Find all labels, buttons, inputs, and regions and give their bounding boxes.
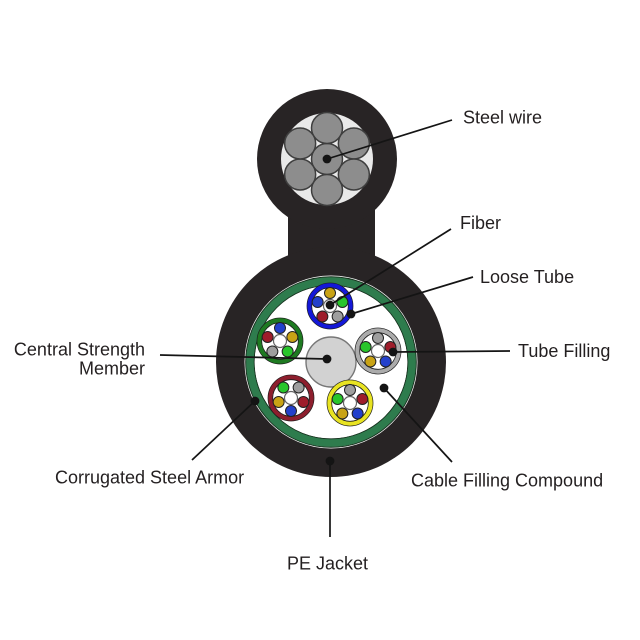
tube-filling-line — [392, 350, 511, 353]
fiber-green — [277, 381, 290, 394]
loose-tube-yellow — [326, 379, 374, 427]
loose-tube-line-dot — [346, 309, 356, 319]
label-central-strength-line2: Member — [79, 359, 145, 379]
fiber-yellow — [272, 396, 285, 409]
loose-tube-red — [267, 374, 315, 422]
loose-tube-green — [256, 317, 304, 365]
central-strength-member — [305, 336, 357, 388]
label-loose-tube: Loose Tube — [480, 267, 574, 287]
fiber-red — [316, 310, 329, 323]
fiber-blue — [351, 407, 364, 420]
steel-wire — [283, 127, 317, 160]
loose-tube-red-center-filler — [283, 390, 299, 406]
fiber-red — [261, 330, 274, 343]
fiber-blue — [379, 355, 392, 368]
steel-wire — [310, 111, 344, 145]
corrugated-steel-armor-line — [191, 400, 256, 461]
fiber-red — [297, 396, 310, 409]
fiber-yellow — [336, 407, 349, 420]
label-fiber: Fiber — [460, 213, 501, 233]
fiber-blue — [311, 295, 324, 308]
labels: Steel wire Fiber Loose Tube Tube Filling… — [14, 108, 610, 574]
loose-tube-yellow-center-filler — [342, 395, 358, 411]
steel-wire-line — [326, 119, 453, 160]
fiber-line-dot — [325, 300, 335, 310]
fiber-gray — [292, 381, 305, 394]
fiber-line — [329, 228, 452, 306]
corrugated-steel-armor-ring — [246, 277, 416, 447]
steel-wire — [310, 173, 344, 207]
fiber-green — [281, 345, 294, 358]
armor-outer-edge — [245, 276, 417, 448]
pe-jacket-line-dot — [325, 456, 335, 466]
fiber-blue — [274, 322, 286, 334]
fiber-gray — [344, 384, 356, 396]
fiber-yellow — [324, 287, 336, 299]
leader-lines — [159, 119, 511, 537]
label-central-strength-line1: Central Strength — [14, 340, 145, 360]
loose-tube-gray-center-filler — [370, 343, 386, 359]
fiber-green — [359, 340, 372, 353]
steel-wire — [283, 158, 317, 191]
corrugated-steel-armor-line-dot — [250, 396, 260, 406]
loose-tube-line — [350, 276, 474, 315]
fiber-gray — [266, 345, 279, 358]
tube-filling-line-dot — [388, 347, 398, 357]
fiber-blue — [285, 405, 297, 417]
cable-filling-compound-line-dot — [379, 383, 389, 393]
fiber-red — [356, 392, 369, 405]
label-cable-filling-compound: Cable Filling Compound — [411, 471, 603, 491]
cable-filling-compound-line — [383, 387, 453, 463]
fiber-yellow — [364, 355, 377, 368]
fiber-gray — [331, 310, 344, 323]
fiber-yellow — [286, 330, 299, 343]
central-strength-member-line-dot — [322, 354, 332, 364]
cable-shapes — [216, 89, 446, 477]
central-strength-member-line — [159, 354, 328, 360]
label-tube-filling: Tube Filling — [518, 341, 610, 361]
label-corrugated-steel-armor: Corrugated Steel Armor — [55, 468, 244, 488]
label-steel-wire: Steel wire — [463, 108, 542, 128]
steel-wire — [337, 158, 371, 191]
fiber-green — [331, 392, 344, 405]
label-pe-jacket: PE Jacket — [287, 554, 368, 574]
loose-tube-green-center-filler — [272, 333, 288, 349]
steel-wire-line-dot — [322, 154, 332, 164]
fiber-gray — [372, 332, 384, 344]
